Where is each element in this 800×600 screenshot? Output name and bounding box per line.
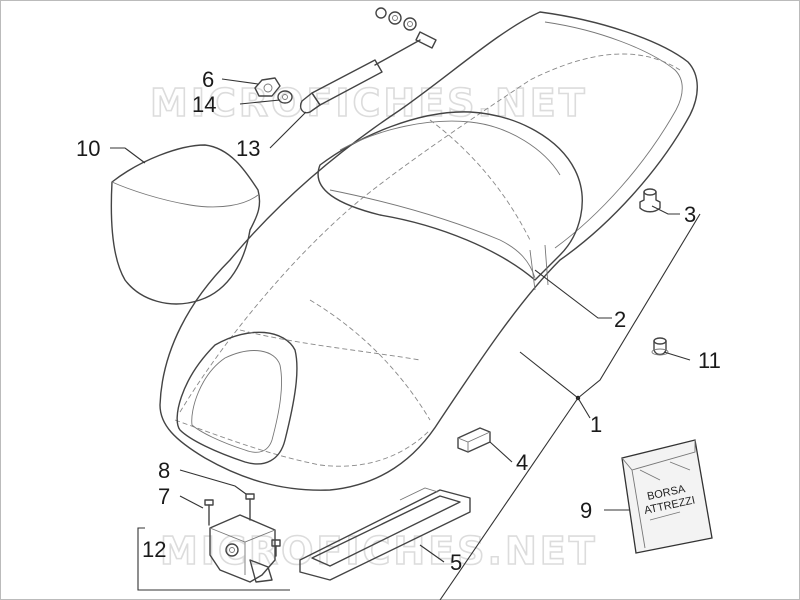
callout-1: 1: [590, 412, 602, 437]
watermark-bottom: MICROFICHES.NET: [160, 529, 598, 573]
callout-5: 5: [450, 550, 462, 575]
callout-11: 11: [698, 348, 721, 373]
tool-bag: BORSA ATTREZZI: [621, 439, 713, 554]
seat: [159, 11, 698, 491]
callout-7: 7: [158, 484, 170, 509]
tool-tray: [299, 487, 471, 581]
callout-2: 2: [614, 307, 626, 332]
bracket: [457, 427, 491, 453]
seat-lock: [204, 493, 281, 583]
callout-3: 3: [684, 202, 696, 227]
watermark-top: MICROFICHES.NET: [150, 81, 588, 125]
rubber-bumper: [639, 188, 661, 213]
callout-9: 9: [580, 498, 592, 523]
callout-12: 12: [142, 537, 166, 562]
callout-13: 13: [236, 136, 260, 161]
rubber-pad: [651, 337, 669, 356]
helmet-liner: [110, 144, 261, 305]
callout-14: 14: [192, 92, 216, 117]
callout-10: 10: [76, 136, 100, 161]
leader-lines: [110, 78, 701, 600]
callout-6: 6: [202, 67, 214, 92]
callout-8: 8: [158, 458, 170, 483]
gas-strut: [254, 7, 437, 114]
callout-labels: 1 2 3 4 5 6 7 8 9 10 11 12 13 14: [76, 67, 721, 575]
callout-4: 4: [516, 450, 528, 475]
